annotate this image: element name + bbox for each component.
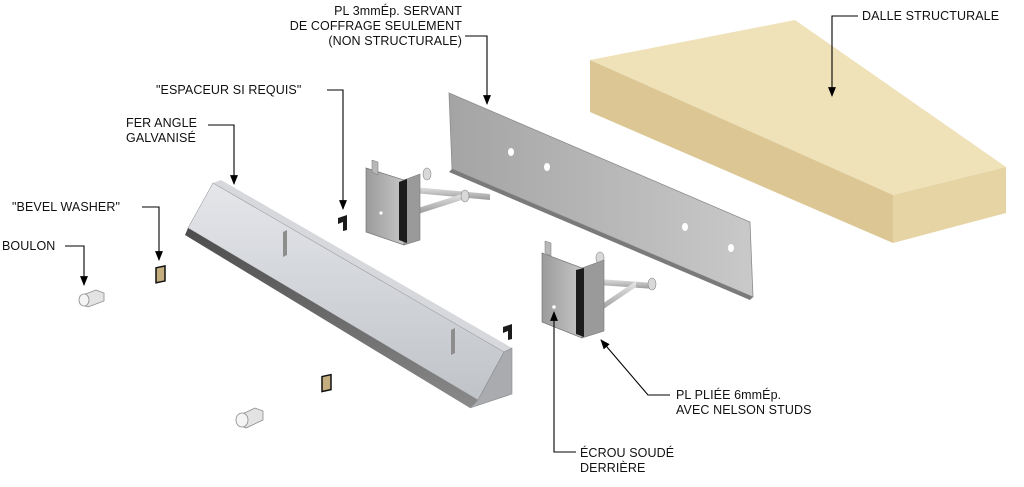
label-spacer-line1: "ESPACEUR SI REQUIS" — [156, 83, 302, 97]
leader-plpliee — [600, 339, 670, 396]
leader-fer — [208, 124, 238, 185]
bent-plate-upper — [365, 159, 490, 246]
label-bolt-line1: BOULON — [2, 239, 56, 253]
formwork-plate-3mm — [448, 92, 754, 300]
label-formwork-plate-line1: PL 3mmÉp. SERVANT — [334, 4, 462, 18]
label-galvanized-angle-line1: FER ANGLE — [126, 116, 198, 130]
bolt-upper — [78, 289, 105, 308]
label-structural-slab: DALLE STRUCTURALE — [862, 9, 999, 24]
label-spacer: "ESPACEUR SI REQUIS" — [156, 83, 301, 98]
label-bent-plate-line2: AVEC NELSON STUDS — [676, 403, 812, 417]
leader-dalle — [828, 15, 858, 97]
slab-side-face — [893, 167, 1006, 243]
label-formwork-plate-line2: DE COFFRAGE SEULEMENT — [289, 19, 462, 33]
spacer-upper — [338, 215, 347, 231]
label-bent-plate: PL PLIÉE 6mmÉp. AVEC NELSON STUDS — [676, 388, 812, 418]
leader-lines — [65, 15, 858, 453]
label-bevel-washer: "BEVEL WASHER" — [12, 200, 120, 215]
label-bent-plate-line1: PL PLIÉE 6mmÉp. — [676, 388, 782, 402]
bent-plate-lower — [541, 240, 657, 339]
label-welded-nut-line1: ÉCROU SOUDÉ — [580, 446, 675, 460]
label-galvanized-angle-line2: GALVANISÉ — [126, 131, 196, 145]
leader-bevel — [142, 206, 163, 261]
spacer-lower — [503, 324, 512, 340]
label-bolt: BOULON — [2, 239, 55, 254]
leader-ecrou — [550, 311, 576, 453]
leader-boulon — [65, 245, 88, 286]
structural-slab — [590, 20, 1006, 243]
bolt-lower — [235, 407, 264, 429]
label-structural-slab-line1: DALLE STRUCTURALE — [862, 9, 1000, 23]
bevel-washer-lower — [321, 373, 332, 393]
label-welded-nut: ÉCROU SOUDÉ DERRIÈRE — [580, 446, 674, 476]
label-welded-nut-line2: DERRIÈRE — [580, 461, 646, 475]
label-galvanized-angle: FER ANGLE GALVANISÉ — [126, 116, 197, 146]
bevel-washer-upper — [155, 265, 166, 284]
label-bevel-washer-line1: "BEVEL WASHER" — [12, 200, 120, 214]
slab-front-face — [590, 60, 893, 243]
galvanized-angle — [185, 180, 513, 409]
leader-espaceur — [327, 89, 347, 210]
leader-pl3 — [465, 35, 491, 105]
label-formwork-plate: PL 3mmÉp. SERVANT DE COFFRAGE SEULEMENT … — [258, 4, 462, 49]
slab-top-face — [590, 20, 1006, 195]
label-formwork-plate-line3: (NON STRUCTURALE) — [328, 34, 462, 48]
